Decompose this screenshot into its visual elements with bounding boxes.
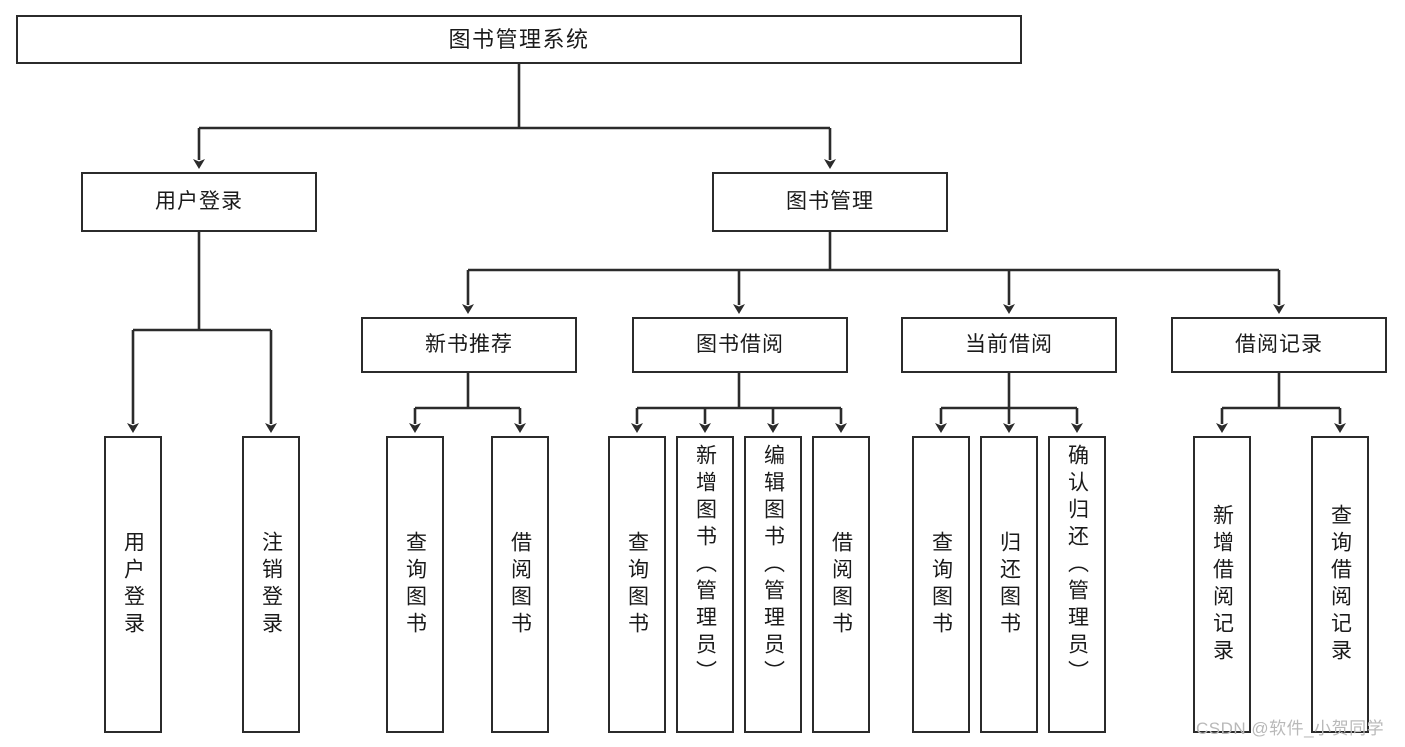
node-book-manage-label: 图书管理	[786, 189, 874, 213]
node-leaf-query-book-3-label: 查询图书	[929, 530, 953, 639]
node-leaf-return-book[interactable]: 归还图书	[980, 436, 1038, 733]
node-leaf-add-book[interactable]: 新增图书（管理员）	[676, 436, 734, 733]
node-leaf-logout-label: 注销登录	[259, 530, 283, 639]
node-leaf-query-book-1-label: 查询图书	[403, 530, 427, 639]
node-leaf-edit-book-label: 编辑图书（管理员）	[761, 444, 785, 687]
node-leaf-query-record-label: 查询借阅记录	[1328, 503, 1352, 666]
node-leaf-user-login-label: 用户登录	[121, 530, 145, 639]
node-book-manage[interactable]: 图书管理	[712, 172, 948, 232]
node-root[interactable]: 图书管理系统	[16, 15, 1022, 64]
node-leaf-query-book-1[interactable]: 查询图书	[386, 436, 444, 733]
node-new-book-recommend-label: 新书推荐	[425, 332, 513, 356]
node-leaf-return-book-label: 归还图书	[997, 530, 1021, 639]
node-borrow-record-label: 借阅记录	[1235, 332, 1323, 356]
node-book-borrow[interactable]: 图书借阅	[632, 317, 848, 373]
node-book-borrow-label: 图书借阅	[696, 332, 784, 356]
node-leaf-logout[interactable]: 注销登录	[242, 436, 300, 733]
node-borrow-record[interactable]: 借阅记录	[1171, 317, 1387, 373]
node-leaf-borrow-book-2[interactable]: 借阅图书	[812, 436, 870, 733]
node-leaf-borrow-book-1-label: 借阅图书	[508, 530, 532, 639]
node-current-borrow[interactable]: 当前借阅	[901, 317, 1117, 373]
node-leaf-query-book-2[interactable]: 查询图书	[608, 436, 666, 733]
node-user-login[interactable]: 用户登录	[81, 172, 317, 232]
node-leaf-borrow-book-1[interactable]: 借阅图书	[491, 436, 549, 733]
node-leaf-query-book-3[interactable]: 查询图书	[912, 436, 970, 733]
node-leaf-query-book-2-label: 查询图书	[625, 530, 649, 639]
node-leaf-borrow-book-2-label: 借阅图书	[829, 530, 853, 639]
node-leaf-edit-book[interactable]: 编辑图书（管理员）	[744, 436, 802, 733]
csdn-watermark: CSDN @软件_小贺同学	[1196, 719, 1385, 738]
node-root-label: 图书管理系统	[448, 26, 590, 52]
node-leaf-user-login[interactable]: 用户登录	[104, 436, 162, 733]
node-leaf-add-record-label: 新增借阅记录	[1210, 503, 1234, 666]
node-leaf-add-book-label: 新增图书（管理员）	[693, 444, 717, 687]
node-leaf-query-record[interactable]: 查询借阅记录	[1311, 436, 1369, 733]
node-leaf-confirm-return-label: 确认归还（管理员）	[1065, 444, 1089, 687]
node-leaf-add-record[interactable]: 新增借阅记录	[1193, 436, 1251, 733]
node-current-borrow-label: 当前借阅	[965, 332, 1053, 356]
node-user-login-label: 用户登录	[155, 189, 243, 213]
node-leaf-confirm-return[interactable]: 确认归还（管理员）	[1048, 436, 1106, 733]
node-new-book-recommend[interactable]: 新书推荐	[361, 317, 577, 373]
